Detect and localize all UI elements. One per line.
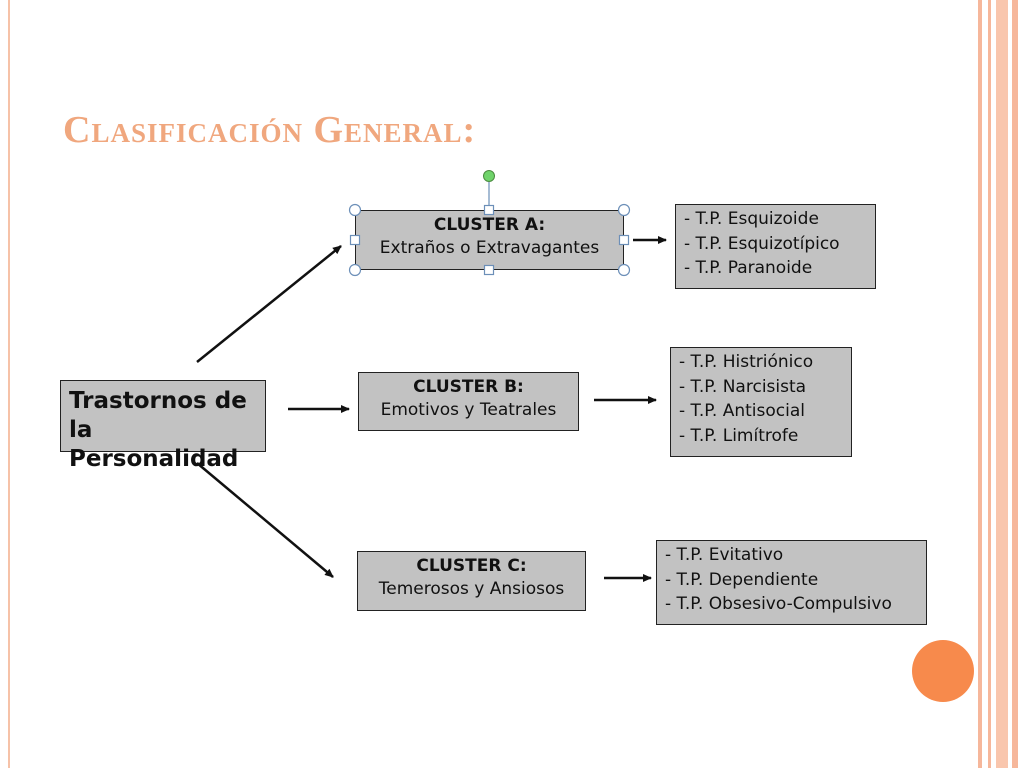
list-item: - T.P. Esquizoide — [684, 209, 819, 229]
cluster-a-sub: Extraños o Extravagantes — [379, 238, 600, 258]
list-item: - T.P. Evitativo — [665, 545, 784, 565]
cluster-c-sub: Temerosos y Ansiosos — [378, 579, 565, 599]
list-item: - T.P. Antisocial — [679, 401, 805, 421]
cluster-c-box[interactable]: CLUSTER C: Temerosos y Ansiosos — [357, 551, 586, 611]
arrow-root-to-a — [196, 245, 342, 363]
resize-handle-b — [483, 264, 495, 276]
cluster-c-head: CLUSTER C: — [416, 556, 527, 576]
frame-stripe — [988, 0, 991, 768]
cluster-b-head: CLUSTER B: — [413, 377, 524, 397]
rotate-handle — [483, 170, 495, 182]
resize-handle-t — [483, 204, 495, 216]
resize-handle-r — [618, 234, 630, 246]
frame-stripe — [978, 0, 982, 768]
list-item: - T.P. Narcisista — [679, 376, 807, 397]
list-item: - T.P. Limítrofe — [679, 425, 799, 446]
cluster-a-head: CLUSTER A: — [433, 215, 546, 235]
resize-handle-tl — [348, 203, 362, 217]
frame-stripe — [996, 0, 1008, 768]
root-box[interactable]: Trastornos de la Personalidad — [60, 380, 266, 472]
resize-handle-l — [349, 234, 361, 246]
resize-handle-bl — [348, 263, 362, 277]
resize-handle-br — [617, 263, 631, 277]
resize-handle-tr — [617, 203, 631, 217]
root-line-2: la Personalidad — [69, 417, 239, 472]
arrow-root-to-c — [196, 462, 334, 578]
frame-stripe — [1012, 0, 1018, 768]
list-item: - T.P. Histriónico — [679, 352, 814, 372]
frame-left-line — [8, 0, 10, 768]
cluster-b-sub: Emotivos y Teatrales — [380, 400, 557, 420]
list-item: - T.P. Obsesivo-Compulsivo — [665, 594, 892, 614]
decorative-dot — [912, 640, 974, 702]
cluster-b-list[interactable]: - T.P. Histriónico - T.P. Narcisista - T… — [670, 347, 852, 457]
cluster-c-list[interactable]: - T.P. Evitativo - T.P. Dependiente - T.… — [656, 540, 927, 625]
list-item: - T.P. Paranoide — [684, 258, 813, 278]
cluster-a-list[interactable]: - T.P. Esquizoide - T.P. Esquizotípico -… — [675, 204, 876, 289]
cluster-a-box[interactable]: CLUSTER A: Extraños o Extravagantes — [355, 210, 624, 270]
list-item: - T.P. Dependiente — [665, 569, 819, 590]
root-line-1: Trastornos de — [69, 388, 247, 414]
slide-title: Clasificación General: — [63, 109, 477, 151]
list-item: - T.P. Esquizotípico — [684, 233, 840, 254]
cluster-b-box[interactable]: CLUSTER B: Emotivos y Teatrales — [358, 372, 579, 431]
